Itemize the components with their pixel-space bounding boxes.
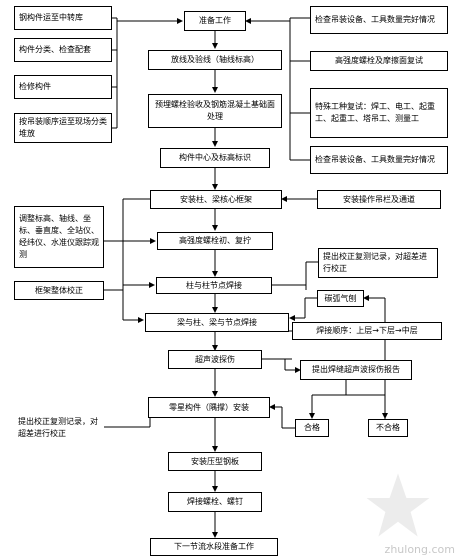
carbon-arc-label: 碳弧气刨 xyxy=(324,293,357,303)
hoist-rail-label: 安装操作吊栏及通道 xyxy=(343,194,415,204)
centerline-label: 构件中心及标高标识 xyxy=(179,153,251,162)
correction-report-left-box: 提出校正复测记录，对超差进行校正 xyxy=(14,414,104,442)
check-equip1-box: 检查吊装设备、工具数量完好情况 xyxy=(310,6,448,34)
repair-box: 检修构件 xyxy=(14,75,112,99)
classify-label: 构件分类、检查配套 xyxy=(19,45,91,54)
decking-box: 安装压型钢板 xyxy=(168,452,262,471)
fail-label: 不合格 xyxy=(376,423,400,432)
correction-report-right-box: 提出校正复测记录，对超差进行校正 xyxy=(318,248,438,278)
check-equip1-label: 检查吊装设备、工具数量完好情况 xyxy=(315,15,435,24)
check-equip2-box: 检查吊装设备、工具数量完好情况 xyxy=(310,146,448,174)
next-label: 下一节流水段准备工作 xyxy=(174,542,254,551)
col-weld-box: 柱与柱节点焊接 xyxy=(156,277,272,294)
embedded-box: 预埋螺栓验收及钢筋混凝土基础面处理 xyxy=(148,94,282,128)
frame-correct-box: 框架整体校正 xyxy=(14,281,104,300)
hoist-rail-box: 安装操作吊栏及通道 xyxy=(317,190,441,209)
sequence-box: 按吊装顺序运至现场分类堆放 xyxy=(14,113,112,143)
ultrasonic-box: 超声波探伤 xyxy=(168,350,262,369)
ultra-report-label: 提出焊缝超声波探伤报告 xyxy=(312,365,400,374)
transport-label: 钢构件运至中转库 xyxy=(19,13,83,22)
check-equip2-label: 检查吊装设备、工具数量完好情况 xyxy=(315,155,435,164)
repair-label: 检修构件 xyxy=(19,82,51,91)
decking-label: 安装压型钢板 xyxy=(191,456,239,466)
classify-box: 构件分类、检查配套 xyxy=(14,38,112,62)
bolt-tighten-label: 高强度螺栓初、复拧 xyxy=(179,236,251,245)
stud-label: 焊接螺栓、螺钉 xyxy=(187,497,243,506)
pass-label: 合格 xyxy=(304,423,320,432)
bolt-tighten-box: 高强度螺栓初、复拧 xyxy=(157,232,273,250)
lineout-box: 放线及验线（轴线标高） xyxy=(148,50,282,70)
special-box: 特殊工种复试：焊工、电工、起重工、起重工、塔吊工、测量工 xyxy=(310,88,448,138)
weld-order-label: 焊接顺序：上层→下层→中层 xyxy=(316,326,418,335)
embedded-label: 预埋螺栓验收及钢筋混凝土基础面处理 xyxy=(155,100,275,121)
adjust-box: 调整标高、轴线、坐标、垂直度、全站仪、经纬仪、水准仪跟踪观测 xyxy=(14,206,104,268)
centerline-box: 构件中心及标高标识 xyxy=(160,148,270,168)
transport-box: 钢构件运至中转库 xyxy=(14,6,112,30)
frame-correct-label: 框架整体校正 xyxy=(35,285,83,295)
weld-order-box: 焊接顺序：上层→下层→中层 xyxy=(292,322,442,340)
pass-box: 合格 xyxy=(295,419,329,437)
beam-weld-label: 梁与柱、梁与节点焊接 xyxy=(177,317,257,327)
beam-weld-box: 梁与柱、梁与节点焊接 xyxy=(145,313,289,332)
ultra-report-box: 提出焊缝超声波探伤报告 xyxy=(300,360,412,380)
correction-report-right-label: 提出校正复测记录，对超差进行校正 xyxy=(323,252,427,273)
watermark-text: zhulong.com xyxy=(384,543,455,556)
stud-box: 焊接螺栓、螺钉 xyxy=(168,492,262,512)
sequence-label: 按吊装顺序运至现场分类堆放 xyxy=(19,117,107,138)
fail-box: 不合格 xyxy=(368,419,408,437)
install-core-label: 安装柱、梁核心框架 xyxy=(180,194,252,204)
carbon-arc-box: 碳弧气刨 xyxy=(317,290,364,307)
next-box: 下一节流水段准备工作 xyxy=(150,538,278,556)
col-weld-label: 柱与柱节点焊接 xyxy=(186,280,242,290)
bolt-recheck-box: 高强度螺栓及摩擦面复试 xyxy=(310,51,448,71)
special-label: 特殊工种复试：焊工、电工、起重工、起重工、塔吊工、测量工 xyxy=(315,102,435,123)
prep-label: 准备工作 xyxy=(199,16,231,25)
install-core-box: 安装柱、梁核心框架 xyxy=(150,190,282,209)
adjust-label: 调整标高、轴线、坐标、垂直度、全站仪、经纬仪、水准仪跟踪观测 xyxy=(19,214,99,259)
ultrasonic-label: 超声波探伤 xyxy=(195,354,235,364)
secondary-label: 零星构件（隅撑）安装 xyxy=(169,402,249,412)
watermark-logo xyxy=(366,473,430,537)
lineout-label: 放线及验线（轴线标高） xyxy=(171,55,259,64)
prep-box: 准备工作 xyxy=(184,11,246,31)
bolt-recheck-label: 高强度螺栓及摩擦面复试 xyxy=(335,56,423,65)
secondary-box: 零星构件（隅撑）安装 xyxy=(148,397,270,418)
correction-report-left-label: 提出校正复测记录，对超差进行校正 xyxy=(18,417,98,438)
